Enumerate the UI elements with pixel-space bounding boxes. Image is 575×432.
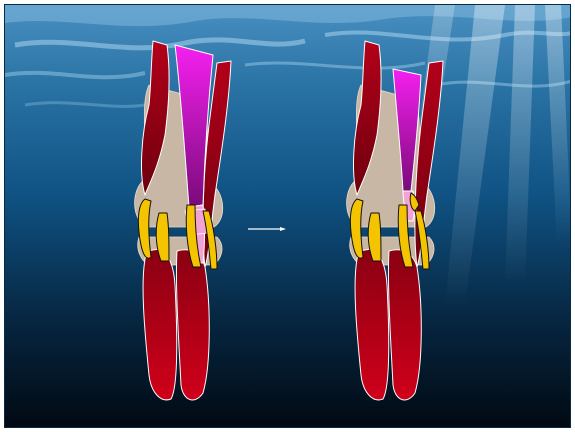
diagram-canvas bbox=[5, 5, 571, 428]
lower-muscle-right bbox=[388, 250, 421, 400]
lower-muscle-right bbox=[176, 250, 209, 400]
slide bbox=[4, 4, 571, 428]
